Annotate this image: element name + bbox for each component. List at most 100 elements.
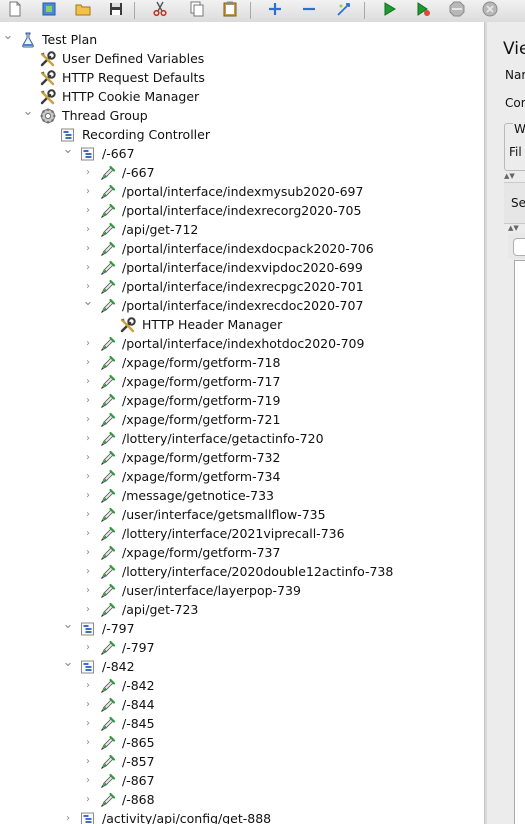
chevron-down-icon[interactable]: ⌄ bbox=[22, 104, 34, 119]
save-button[interactable] bbox=[103, 0, 129, 21]
tree-node[interactable]: ›/message/getnotice-733 bbox=[0, 486, 484, 505]
tree-node[interactable]: ⌄/-797 bbox=[0, 617, 484, 638]
expand-button[interactable] bbox=[262, 0, 288, 21]
chevron-right-icon[interactable]: › bbox=[86, 471, 90, 482]
chevron-right-icon[interactable]: › bbox=[86, 547, 90, 558]
shutdown-button[interactable] bbox=[477, 0, 503, 21]
chevron-right-icon[interactable]: › bbox=[86, 604, 90, 615]
chevron-right-icon[interactable]: › bbox=[86, 585, 90, 596]
tree-node[interactable]: ›/lottery/interface/2021viprecall-736 bbox=[0, 524, 484, 543]
tree-node[interactable]: ›/-844 bbox=[0, 695, 484, 714]
tree-node[interactable]: HTTP Header Manager bbox=[0, 315, 484, 334]
tree-node[interactable]: ⌄/portal/interface/indexrecdoc2020-707 bbox=[0, 294, 484, 315]
tree-node[interactable]: ⌄/-667 bbox=[0, 142, 484, 163]
copy-button[interactable] bbox=[184, 0, 210, 21]
tree-node[interactable]: ›/-868 bbox=[0, 790, 484, 809]
tree-node[interactable]: ›/user/interface/layerpop-739 bbox=[0, 581, 484, 600]
templates-button[interactable] bbox=[36, 0, 62, 21]
chevron-right-icon[interactable]: › bbox=[86, 205, 90, 216]
tree-node[interactable]: Recording Controller bbox=[0, 125, 484, 144]
cut-button[interactable] bbox=[147, 0, 173, 21]
chevron-right-icon[interactable]: › bbox=[86, 357, 90, 368]
tree-node[interactable]: ›/lottery/interface/2020double12actinfo-… bbox=[0, 562, 484, 581]
tree-node[interactable]: ›/portal/interface/indexdocpack2020-706 bbox=[0, 239, 484, 258]
results-arrows[interactable]: ▲▼ bbox=[508, 224, 519, 232]
chevron-right-icon[interactable]: › bbox=[86, 338, 90, 349]
tree-node[interactable]: ›/xpage/form/getform-719 bbox=[0, 391, 484, 410]
tree-node[interactable]: HTTP Cookie Manager bbox=[0, 87, 484, 106]
toggle-button[interactable] bbox=[331, 0, 357, 21]
tree-node[interactable]: ›/xpage/form/getform-732 bbox=[0, 448, 484, 467]
results-tree-area[interactable] bbox=[514, 260, 525, 824]
tree-node[interactable]: ⌄Thread Group bbox=[0, 104, 484, 125]
tree-node[interactable]: ›/-857 bbox=[0, 752, 484, 771]
chevron-right-icon[interactable]: › bbox=[86, 433, 90, 444]
tree-node[interactable]: ›/-845 bbox=[0, 714, 484, 733]
chevron-right-icon[interactable]: › bbox=[86, 528, 90, 539]
tree-node[interactable]: ⌄Test Plan bbox=[0, 28, 484, 49]
chevron-right-icon[interactable]: › bbox=[86, 775, 90, 786]
chevron-right-icon[interactable]: › bbox=[86, 509, 90, 520]
chevron-right-icon[interactable]: › bbox=[66, 813, 70, 824]
tree-node[interactable]: ›/portal/interface/indexvipdoc2020-699 bbox=[0, 258, 484, 277]
tree-node[interactable]: ›/-842 bbox=[0, 676, 484, 695]
paste-button[interactable] bbox=[217, 0, 243, 21]
chevron-down-icon[interactable]: ⌄ bbox=[62, 617, 74, 632]
chevron-right-icon[interactable]: › bbox=[86, 490, 90, 501]
chevron-right-icon[interactable]: › bbox=[86, 452, 90, 463]
results-toolbar-arrows[interactable]: ▲▼ bbox=[504, 172, 515, 180]
tree-node[interactable]: ›/user/interface/getsmallflow-735 bbox=[0, 505, 484, 524]
chevron-right-icon[interactable]: › bbox=[86, 737, 90, 748]
tree-node[interactable]: ›/portal/interface/indexmysub2020-697 bbox=[0, 182, 484, 201]
chevron-down-icon[interactable]: ⌄ bbox=[62, 142, 74, 157]
chevron-right-icon[interactable]: › bbox=[86, 642, 90, 653]
tree-node[interactable]: ›/-867 bbox=[0, 771, 484, 790]
chevron-right-icon[interactable]: › bbox=[86, 376, 90, 387]
chevron-down-icon[interactable]: ⌄ bbox=[62, 655, 74, 670]
chevron-right-icon[interactable]: › bbox=[86, 186, 90, 197]
tree-node[interactable]: ›/xpage/form/getform-721 bbox=[0, 410, 484, 429]
chevron-right-icon[interactable]: › bbox=[86, 262, 90, 273]
new-button[interactable] bbox=[2, 0, 28, 21]
chevron-right-icon[interactable]: › bbox=[86, 414, 90, 425]
tree-node[interactable]: ›/xpage/form/getform-718 bbox=[0, 353, 484, 372]
start-no-pause-button[interactable] bbox=[410, 0, 436, 21]
tree-node[interactable]: ›/xpage/form/getform-737 bbox=[0, 543, 484, 562]
chevron-right-icon[interactable]: › bbox=[86, 224, 90, 235]
chevron-right-icon[interactable]: › bbox=[86, 718, 90, 729]
tree-node[interactable]: ›/api/get-723 bbox=[0, 600, 484, 619]
chevron-right-icon[interactable]: › bbox=[86, 281, 90, 292]
tree-node[interactable]: HTTP Request Defaults bbox=[0, 68, 484, 87]
collapse-button[interactable] bbox=[296, 0, 322, 21]
tree-node[interactable]: ›/-667 bbox=[0, 163, 484, 182]
comments-label: Cor bbox=[505, 96, 525, 110]
start-button[interactable] bbox=[376, 0, 402, 21]
stop-button[interactable] bbox=[444, 0, 470, 21]
chevron-right-icon[interactable]: › bbox=[86, 395, 90, 406]
tree-node[interactable]: ›/portal/interface/indexrecpgc2020-701 bbox=[0, 277, 484, 296]
chevron-down-icon[interactable]: ⌄ bbox=[2, 28, 14, 43]
tree-node[interactable]: ›/portal/interface/indexrecorg2020-705 bbox=[0, 201, 484, 220]
results-combo[interactable] bbox=[513, 238, 525, 256]
chevron-right-icon[interactable]: › bbox=[86, 566, 90, 577]
tree-node[interactable]: ›/xpage/form/getform-717 bbox=[0, 372, 484, 391]
tree-node[interactable]: ›/portal/interface/indexhotdoc2020-709 bbox=[0, 334, 484, 353]
chevron-right-icon[interactable]: › bbox=[86, 794, 90, 805]
tree-node[interactable]: ›/activity/api/config/get-888 bbox=[0, 809, 484, 824]
chevron-down-icon[interactable]: ⌄ bbox=[82, 294, 94, 309]
tree-node[interactable]: ›/-797 bbox=[0, 638, 484, 657]
tree-node[interactable]: ›/-865 bbox=[0, 733, 484, 752]
split-pane-divider[interactable] bbox=[484, 22, 487, 824]
chevron-right-icon[interactable]: › bbox=[86, 756, 90, 767]
tree-node[interactable]: User Defined Variables bbox=[0, 49, 484, 68]
tree-node[interactable]: ›/xpage/form/getform-734 bbox=[0, 467, 484, 486]
chevron-right-icon[interactable]: › bbox=[86, 243, 90, 254]
tree-node[interactable]: ⌄/-842 bbox=[0, 655, 484, 676]
chevron-right-icon[interactable]: › bbox=[86, 680, 90, 691]
chevron-right-icon[interactable]: › bbox=[86, 699, 90, 710]
tree-node[interactable]: ›/api/get-712 bbox=[0, 220, 484, 239]
open-button[interactable] bbox=[70, 0, 96, 21]
tree-node[interactable]: ›/lottery/interface/getactinfo-720 bbox=[0, 429, 484, 448]
chevron-right-icon[interactable]: › bbox=[86, 167, 90, 178]
